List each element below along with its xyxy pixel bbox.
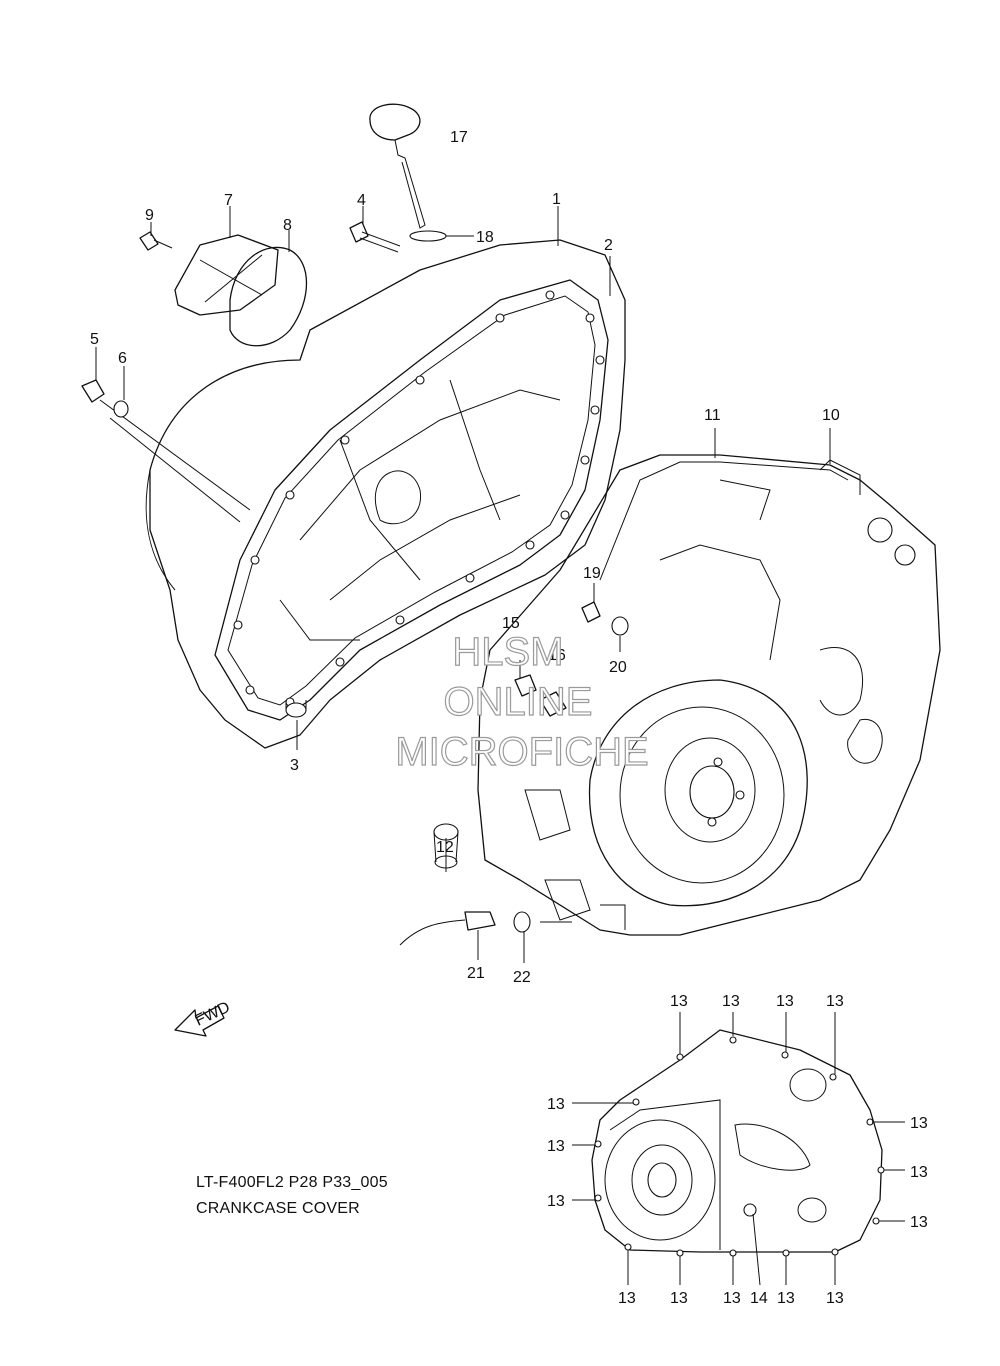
label-19: 19 — [583, 565, 601, 582]
label-8: 8 — [283, 217, 292, 234]
washer-6 — [113, 400, 129, 418]
label-14: 14 — [750, 1290, 768, 1307]
svg-text:HLSM: HLSM — [452, 630, 563, 674]
plug-16 — [539, 691, 567, 717]
label-13: 13 — [547, 1096, 565, 1113]
label-9: 9 — [145, 207, 154, 224]
label-20: 20 — [609, 659, 627, 676]
label-13: 13 — [910, 1214, 928, 1231]
label-21: 21 — [467, 965, 485, 982]
bolt-4 — [349, 221, 401, 253]
crankcase-cover-right — [477, 454, 941, 936]
label-10: 10 — [822, 407, 840, 424]
label-13: 13 — [547, 1138, 565, 1155]
label-5: 5 — [90, 331, 99, 348]
label-4: 4 — [357, 192, 366, 209]
cover-cap-7 — [174, 234, 279, 316]
bolt-5 — [81, 379, 105, 403]
label-13: 13 — [722, 993, 740, 1010]
label-13: 13 — [910, 1164, 928, 1181]
label-1: 1 — [552, 191, 561, 208]
watermark: HLSM ONLINE MICROFICHE — [395, 629, 650, 774]
o-ring-18 — [409, 230, 447, 242]
label-11: 11 — [704, 407, 721, 424]
label-3: 3 — [290, 757, 299, 774]
bolt-19 — [581, 601, 601, 623]
washer-22 — [513, 911, 531, 933]
label-12: 12 — [436, 839, 454, 856]
crankcase-cover-left — [99, 239, 626, 749]
label-17: 17 — [450, 129, 468, 146]
o-ring-8 — [229, 246, 308, 347]
label-6: 6 — [118, 350, 127, 367]
label-22: 22 — [513, 969, 531, 986]
diagram-title: CRANKCASE COVER — [196, 1200, 360, 1217]
label-13: 13 — [723, 1290, 741, 1307]
svg-text:ONLINE: ONLINE — [444, 680, 593, 724]
label-18: 18 — [476, 229, 494, 246]
label-13: 13 — [670, 993, 688, 1010]
label-13: 13 — [618, 1290, 636, 1307]
inset-cover-bolts — [572, 1012, 905, 1286]
label-13: 13 — [826, 1290, 844, 1307]
label-13: 13 — [776, 993, 794, 1010]
svg-text:MICROFICHE: MICROFICHE — [395, 730, 648, 774]
fwd-arrow-icon: FWD — [174, 999, 233, 1037]
bolt-9 — [139, 231, 173, 251]
label-16: 16 — [548, 647, 566, 664]
label-13: 13 — [547, 1193, 565, 1210]
plug-15 — [514, 674, 537, 697]
leader-lines — [95, 206, 831, 963]
label-13: 13 — [826, 993, 844, 1010]
sensor-21 — [399, 911, 496, 946]
diagram-code: LT-F400FL2 P28 P33_005 — [196, 1174, 388, 1191]
oil-dipstick-17 — [369, 103, 426, 229]
label-15: 15 — [502, 615, 520, 632]
dowel-pin-3 — [285, 700, 307, 718]
label-13: 13 — [670, 1290, 688, 1307]
washer-20 — [611, 616, 629, 636]
label-13: 13 — [777, 1290, 795, 1307]
label-7: 7 — [224, 192, 233, 209]
label-13: 13 — [910, 1115, 928, 1132]
label-2: 2 — [604, 237, 613, 254]
